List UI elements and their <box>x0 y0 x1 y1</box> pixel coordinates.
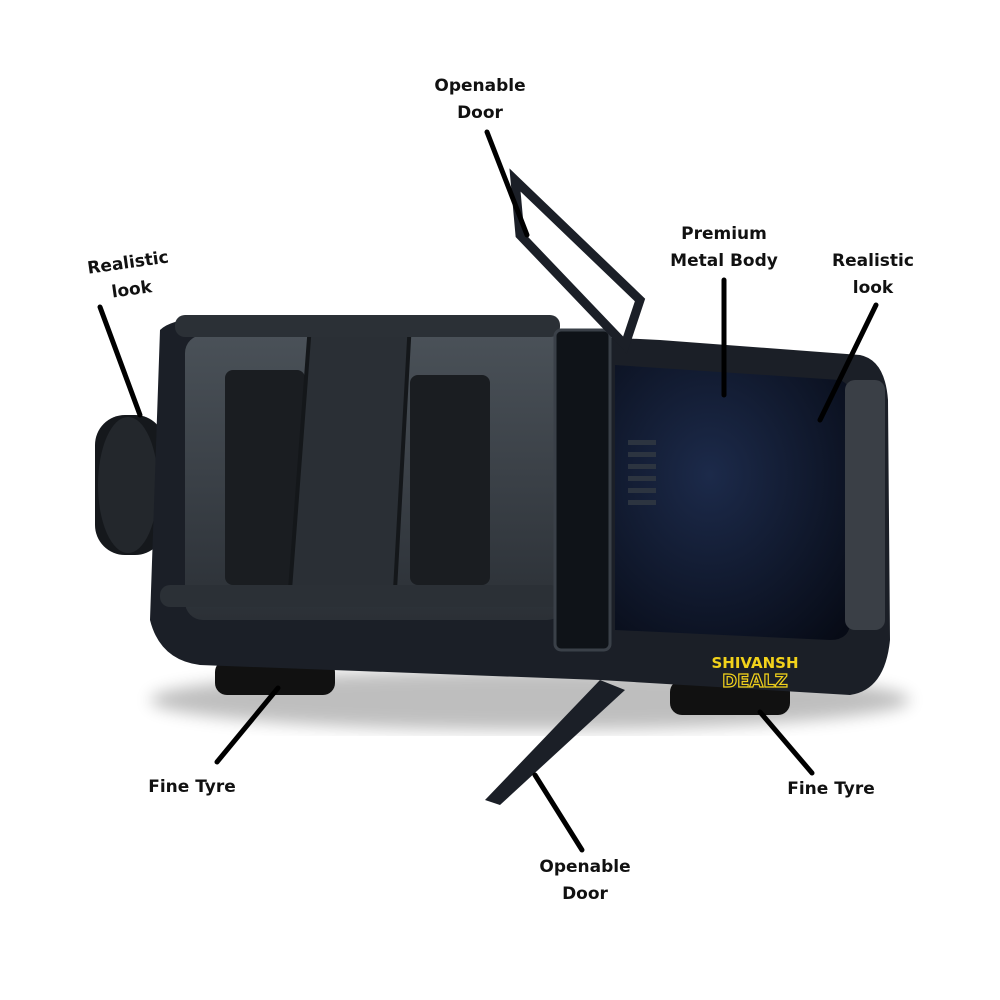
callout-text: Premium <box>681 224 767 244</box>
callout-text: Realistic <box>832 251 914 271</box>
callout-premium-metal-body: Premium Metal Body <box>670 221 778 275</box>
grille <box>628 440 656 505</box>
brand-logo-line2: DEALZ <box>722 671 788 692</box>
callout-text: Door <box>457 103 503 123</box>
bottom-rail <box>160 585 560 607</box>
open-door-bottom <box>485 680 625 805</box>
front-bumper <box>845 380 885 630</box>
seats <box>225 370 490 585</box>
callout-text: Door <box>562 884 608 904</box>
callout-text: Openable <box>539 857 631 877</box>
windshield <box>553 328 612 652</box>
top-rail <box>175 315 560 337</box>
callout-text: Metal Body <box>670 251 778 271</box>
hood <box>615 365 852 640</box>
callout-text: look <box>852 278 894 298</box>
callout-realistic-look-left: Realistic look <box>86 245 175 310</box>
roll-bar <box>287 319 413 592</box>
spare-tyre <box>95 415 165 555</box>
leader-lines <box>97 129 879 853</box>
callout-fine-tyre-left: Fine Tyre <box>148 777 236 797</box>
callout-realistic-look-right: Realistic look <box>832 248 914 302</box>
callout-openable-door-top: Openable Door <box>434 73 525 127</box>
callout-fine-tyre-right: Fine Tyre <box>787 779 875 799</box>
brand-logo-line1: SHIVANSH <box>711 654 798 672</box>
callout-openable-door-bottom: Openable Door <box>539 854 630 908</box>
callout-text: Openable <box>434 76 526 96</box>
